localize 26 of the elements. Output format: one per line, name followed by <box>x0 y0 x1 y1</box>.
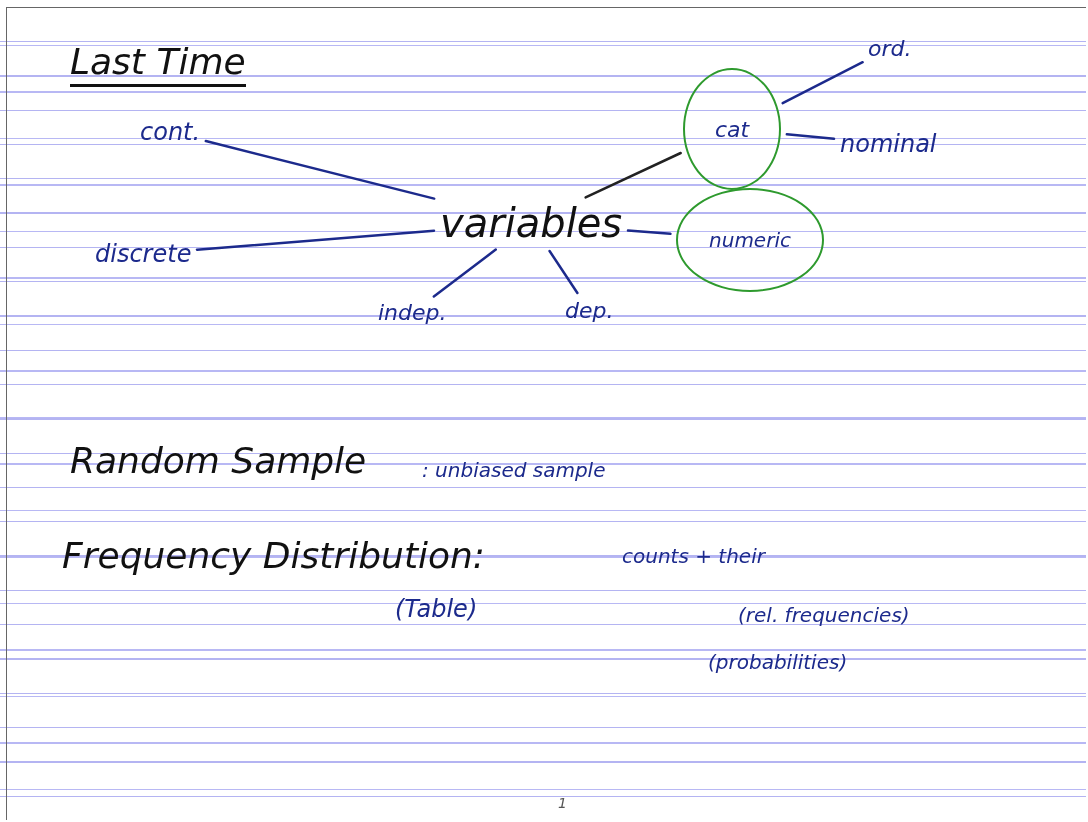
handwritten-word: indep. <box>378 300 447 325</box>
handwritten-word: numeric <box>709 228 791 252</box>
handwritten-note: (probabilities) <box>708 650 848 674</box>
handwritten-word: cat <box>714 116 750 142</box>
handwritten-note: counts + their <box>622 544 765 568</box>
handwritten-word: dep. <box>565 298 614 323</box>
handwritten-note: (Table) <box>395 595 478 623</box>
handwritten-word: nominal <box>840 130 937 158</box>
handwritten-word: ord. <box>868 36 912 61</box>
connector-line <box>195 229 436 251</box>
circled-word <box>676 188 824 292</box>
handwritten-word: variables <box>440 200 623 246</box>
circled-word <box>683 68 781 190</box>
handwritten-word: discrete <box>95 240 192 268</box>
handwritten-note: Random Sample <box>70 440 367 481</box>
underlined-heading: Last Time <box>70 42 246 87</box>
connector-line <box>781 60 864 105</box>
handwritten-note: (rel. frequencies) <box>738 603 910 627</box>
page-number: 1 <box>558 795 567 811</box>
handwritten-note: Frequency Distribution: <box>62 535 485 576</box>
connector-line <box>584 151 682 199</box>
handwritten-word: cont. <box>140 118 201 146</box>
connector-line <box>626 229 672 236</box>
handwritten-note: : unbiased sample <box>422 458 606 482</box>
connector-line <box>432 248 497 298</box>
connector-line <box>785 133 836 141</box>
